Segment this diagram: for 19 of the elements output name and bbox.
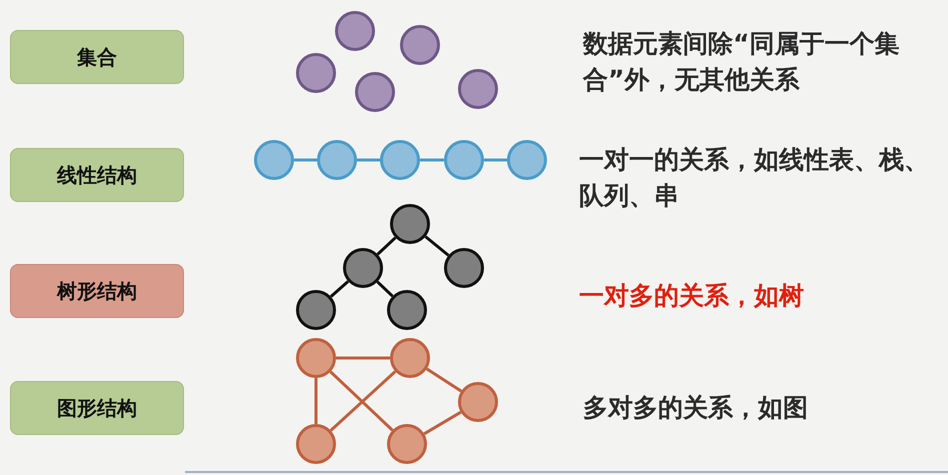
connector-line (314, 378, 318, 424)
connector-line (376, 280, 394, 298)
connector-line (330, 280, 350, 298)
connector-line (376, 236, 396, 256)
connector-line (424, 235, 450, 257)
category-box: 线性结构 (10, 148, 184, 202)
connector-line (357, 158, 380, 162)
category-box: 树形结构 (10, 264, 184, 318)
connector-line (294, 158, 317, 162)
connector-line (336, 356, 390, 360)
category-box: 集合 (10, 30, 184, 84)
connector-line (420, 158, 444, 162)
category-box: 图形结构 (10, 381, 184, 435)
description-text: 一对一的关系，如线性表、栈、队列、串 (579, 144, 930, 212)
description-text: 多对多的关系，如图 (583, 392, 809, 424)
connector-line (484, 158, 507, 162)
description-text: 数据元素间除“同属于一个集合”外，无其他关系 (583, 28, 900, 96)
description-text: 一对多的关系，如树 (579, 280, 805, 312)
connector-line (426, 368, 462, 392)
